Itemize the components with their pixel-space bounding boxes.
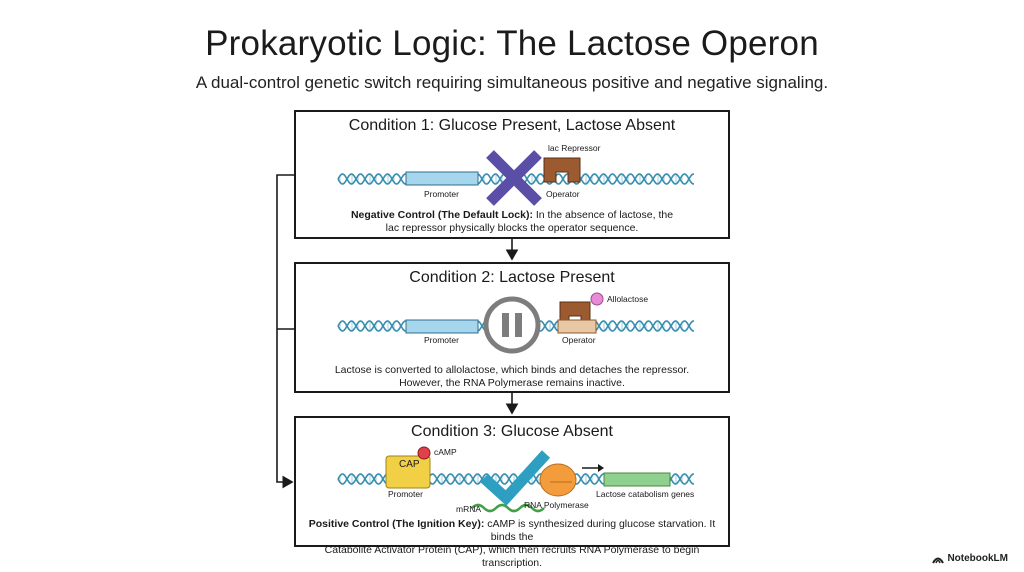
check-icon: [480, 450, 551, 506]
condition-1-panel: Condition 1: Glucose Present, Lactose Ab…: [294, 110, 730, 239]
cap-label: CAP: [399, 459, 420, 470]
transcription-arrow: [582, 464, 604, 472]
panel-description: Positive Control (The Ignition Key): cAM…: [296, 518, 728, 570]
promoter-box: [405, 319, 479, 334]
lactose-genes-box: [603, 472, 671, 487]
panel-description: Lactose is converted to allolactose, whi…: [296, 364, 728, 390]
cap-protein: [385, 455, 431, 489]
allolactose-molecule: [590, 292, 604, 306]
lac-repressor: [543, 157, 581, 183]
notebooklm-logo-icon: [932, 557, 945, 564]
promoter-box: [405, 171, 479, 186]
mrna-label: mRNA: [456, 504, 482, 514]
desc-line-2: lac repressor physically blocks the oper…: [385, 222, 639, 234]
repressor-label: lac Repressor: [548, 143, 601, 153]
dna-diagram: [337, 150, 694, 206]
pause-icon: [483, 296, 541, 354]
watermark-text: NotebookLM: [947, 553, 1008, 564]
rna-polymerase: [539, 463, 577, 497]
condition-3-panel: Condition 3: Glucose Absent CAP cAMP Pro…: [294, 416, 730, 569]
operator-label: Operator: [562, 335, 596, 345]
panel-description: Negative Control (The Default Lock): In …: [296, 209, 728, 235]
dna-diagram: [337, 292, 694, 354]
desc-line-2: Catabolite Activator Protein (CAP), whic…: [324, 544, 700, 569]
page-subtitle: A dual-control genetic switch requiring …: [195, 73, 829, 92]
operator-box: [557, 319, 597, 334]
panel-title: Condition 2: Lactose Present: [409, 269, 615, 286]
camp-molecule: [417, 446, 431, 460]
desc-rest: In the absence of lactose, the: [532, 209, 674, 221]
dna-diagram: [337, 446, 694, 513]
operator-label: Operator: [546, 189, 580, 199]
rna-polymerase-label: RNA Polymerase: [524, 500, 589, 510]
page-title: Prokaryotic Logic: The Lactose Operon: [205, 24, 819, 63]
condition-2-panel: Condition 2: Lactose Present Allolactose…: [294, 262, 730, 393]
camp-label: cAMP: [434, 447, 457, 457]
promoter-label: Promoter: [388, 489, 423, 499]
genes-label: Lactose catabolism genes: [596, 489, 695, 499]
mrna-strand: [471, 503, 545, 513]
promoter-label: Promoter: [424, 335, 459, 345]
panel-title: Condition 1: Glucose Present, Lactose Ab…: [348, 117, 676, 134]
cross-icon: [486, 150, 542, 206]
watermark: NotebookLM: [932, 553, 1008, 564]
allolactose-label: Allolactose: [607, 294, 649, 304]
desc-bold: Negative Control (The Default Lock):: [350, 209, 533, 221]
promoter-label: Promoter: [424, 189, 459, 199]
panel-title: Condition 3: Glucose Absent: [411, 423, 613, 440]
desc-bold: Positive Control (The Ignition Key):: [308, 518, 485, 530]
desc-line-1: Lactose is converted to allolactose, whi…: [334, 364, 690, 376]
desc-line-2: However, the RNA Polymerase remains inac…: [399, 377, 625, 389]
desc-rest: cAMP is synthesized during glucose starv…: [484, 518, 716, 543]
